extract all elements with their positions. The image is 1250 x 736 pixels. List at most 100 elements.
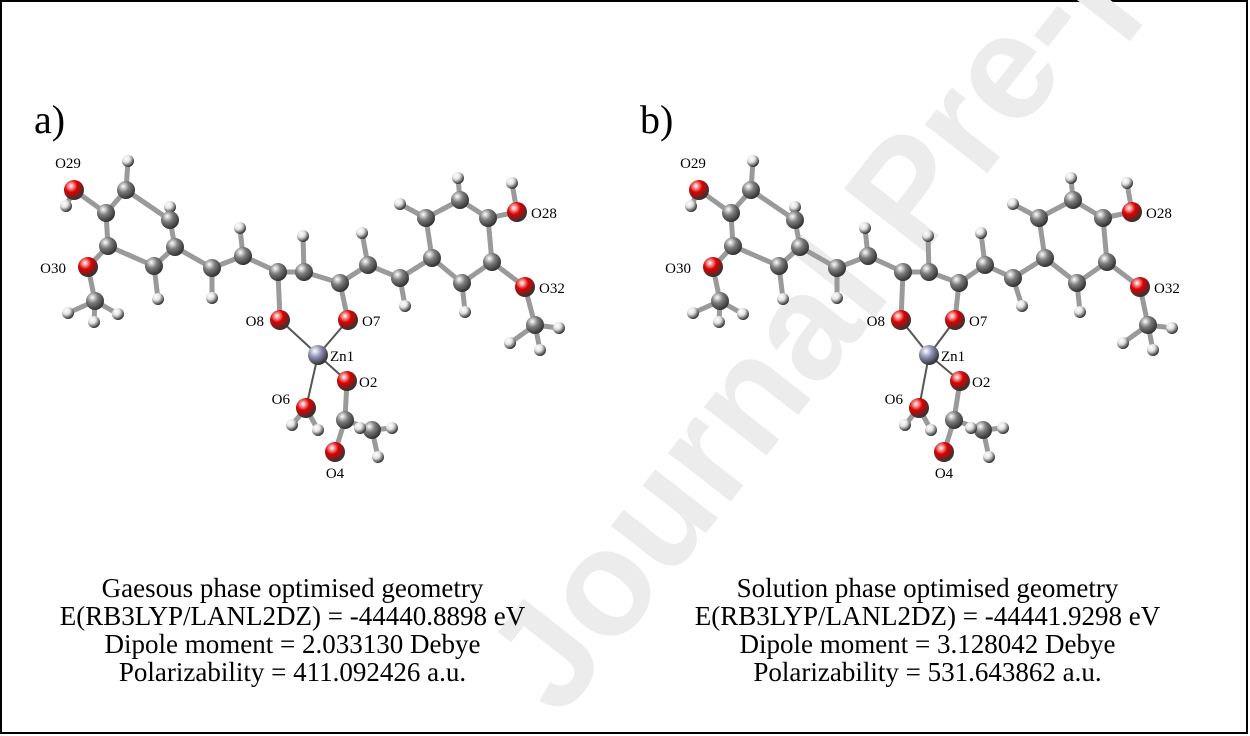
- hydrogen-atom: [152, 293, 164, 305]
- carbon-atom: [161, 211, 179, 229]
- oxygen-atom: [337, 371, 357, 391]
- oxygen-atom: [934, 442, 954, 462]
- hydrogen-atom: [1147, 344, 1159, 356]
- oxygen-atom: [909, 398, 929, 418]
- oxygen-atom: [78, 257, 98, 277]
- atom-label-o8: O8: [246, 314, 264, 330]
- atom-label-zn1: Zn1: [941, 349, 965, 365]
- hydrogen-atom: [983, 451, 995, 463]
- atom-label-o29: O29: [680, 156, 706, 172]
- oxygen-atom: [950, 371, 970, 391]
- hydrogen-atom: [386, 422, 398, 434]
- carbon-atom: [722, 204, 740, 222]
- carbon-atom: [423, 249, 441, 267]
- carbon-atom: [331, 274, 349, 292]
- carbon-atom: [711, 292, 729, 310]
- caption-dipole: Dipole moment = 2.033130 Debye: [104, 629, 481, 659]
- atom-label-zn1: Zn1: [330, 349, 354, 365]
- carbon-atom: [976, 256, 994, 274]
- carbon-atom: [724, 237, 742, 255]
- hydrogen-atom: [88, 316, 100, 328]
- carbon-atom: [1094, 209, 1112, 227]
- carbon-atom: [166, 238, 184, 256]
- carbon-atom: [117, 181, 135, 199]
- caption-dipole: Dipole moment = 3.128042 Debye: [739, 629, 1116, 659]
- atom-label-o7: O7: [969, 314, 988, 330]
- hydrogen-atom: [62, 307, 74, 319]
- carbon-atom: [859, 247, 877, 265]
- oxygen-atom: [945, 310, 965, 330]
- carbon-atom: [945, 411, 963, 429]
- atom-label-o8: O8: [867, 314, 885, 330]
- atom-label-o28: O28: [1146, 206, 1172, 222]
- atom-label-o6: O6: [885, 392, 904, 408]
- hydrogen-atom: [713, 316, 725, 328]
- caption: Gaesous phase optimised geometry E(RB3LY…: [0, 574, 705, 686]
- carbon-atom: [269, 263, 287, 281]
- carbon-atom: [391, 269, 409, 287]
- atom-label-o32: O32: [539, 281, 565, 297]
- caption-energy: E(RB3LYP/LANL2DZ) = -44440.8898 eV: [59, 601, 526, 631]
- hydrogen-atom: [356, 227, 368, 239]
- hydrogen-atom: [777, 293, 789, 305]
- carbon-atom: [950, 274, 968, 292]
- carbon-atom: [1139, 316, 1157, 334]
- hydrogen-atom: [206, 292, 218, 304]
- panel-letter: a): [34, 97, 66, 142]
- caption-title: Gaesous phase optimised geometry: [101, 573, 484, 603]
- hydrogen-atom: [737, 308, 749, 320]
- atom-label-o4: O4: [935, 466, 954, 482]
- caption-polarizability: Polarizability = 411.092426 a.u.: [118, 657, 467, 687]
- atom-label-o2: O2: [359, 375, 377, 391]
- carbon-atom: [363, 421, 381, 439]
- carbon-atom: [479, 209, 497, 227]
- carbon-atom: [145, 257, 163, 275]
- oxygen-atom: [338, 310, 358, 330]
- hydrogen-atom: [354, 422, 366, 434]
- hydrogen-atom: [859, 222, 871, 234]
- hydrogen-atom: [687, 307, 699, 319]
- oxygen-atom: [325, 442, 345, 462]
- caption-energy: E(RB3LYP/LANL2DZ) = -44441.9298 eV: [694, 601, 1161, 631]
- carbon-atom: [1068, 274, 1086, 292]
- hydrogen-atom: [922, 230, 934, 242]
- carbon-atom: [742, 181, 760, 199]
- atom-label-o30: O30: [40, 261, 66, 277]
- oxygen-atom: [515, 277, 535, 297]
- carbon-atom: [974, 421, 992, 439]
- hydrogen-atom: [685, 200, 697, 212]
- hydrogen-atom: [831, 292, 843, 304]
- carbon-atom: [526, 316, 544, 334]
- hydrogen-atom: [534, 344, 546, 356]
- carbon-atom: [1004, 269, 1022, 287]
- hydrogen-atom: [234, 222, 246, 234]
- zinc-atom: [308, 345, 328, 365]
- hydrogen-atom: [1117, 337, 1129, 349]
- carbon-atom: [1098, 253, 1116, 271]
- oxygen-atom: [689, 180, 709, 200]
- hydrogen-atom: [399, 300, 411, 312]
- oxygen-atom: [703, 257, 723, 277]
- oxygen-atom: [270, 310, 290, 330]
- carbon-atom: [770, 257, 788, 275]
- zinc-atom: [919, 345, 939, 365]
- oxygen-atom: [1122, 202, 1142, 222]
- carbon-atom: [828, 259, 846, 277]
- carbon-atom: [99, 237, 117, 255]
- hydrogen-atom: [1074, 306, 1086, 318]
- hydrogen-atom: [1166, 322, 1178, 334]
- carbon-atom: [786, 211, 804, 229]
- carbon-atom: [451, 191, 469, 209]
- carbon-atom: [86, 292, 104, 310]
- carbon-atom: [1064, 191, 1082, 209]
- oxygen-atom: [296, 398, 316, 418]
- hydrogen-atom: [122, 155, 134, 167]
- carbon-atom: [97, 204, 115, 222]
- atom-label-o7: O7: [362, 314, 381, 330]
- hydrogen-atom: [747, 155, 759, 167]
- atom-label-o30: O30: [665, 261, 691, 277]
- hydrogen-atom: [1121, 177, 1133, 189]
- carbon-atom: [203, 259, 221, 277]
